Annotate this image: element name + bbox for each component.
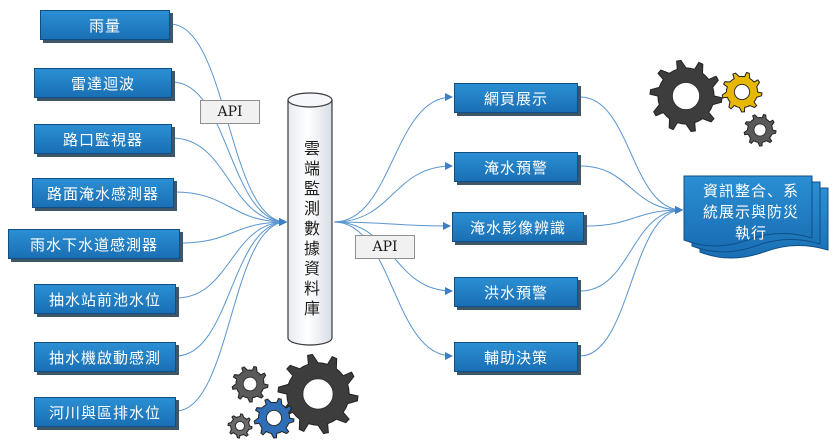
input-connector bbox=[173, 191, 287, 226]
input-connector bbox=[175, 218, 287, 299]
input-connectors bbox=[169, 23, 287, 412]
api-label-output: API bbox=[355, 235, 415, 259]
source-road-sensor: 路面淹水感測器 bbox=[32, 178, 174, 208]
source-pump-well: 抽水站前池水位 bbox=[34, 284, 176, 314]
output-document-stack bbox=[683, 175, 829, 259]
database-cylinder bbox=[287, 92, 333, 346]
output-connector bbox=[333, 93, 453, 223]
app-web: 網頁展示 bbox=[454, 83, 578, 113]
app-flood-warning: 淹水預警 bbox=[454, 152, 578, 182]
output-connector bbox=[579, 165, 683, 214]
gear-dark-icon bbox=[649, 59, 723, 133]
input-connector bbox=[175, 218, 287, 357]
output-connector bbox=[579, 96, 683, 214]
gear-small-icon bbox=[743, 113, 777, 147]
source-cctv: 路口監視器 bbox=[34, 124, 172, 154]
input-connector bbox=[179, 218, 287, 244]
input-connector bbox=[175, 218, 287, 412]
gear-small-icon bbox=[227, 413, 253, 439]
output-label: 資訊整合、系 統展示與防災 執行 bbox=[702, 181, 799, 242]
gear-small-icon bbox=[231, 365, 269, 403]
api-label-input: API bbox=[200, 100, 260, 124]
source-rain: 雨量 bbox=[40, 10, 170, 40]
app-decision: 輔助決策 bbox=[454, 342, 578, 372]
gears-icon bbox=[227, 59, 777, 439]
output-connectors bbox=[333, 93, 683, 360]
gear-yellow-icon bbox=[721, 71, 763, 113]
output-connector bbox=[333, 221, 451, 230]
source-radar: 雷達迴波 bbox=[34, 68, 172, 98]
gear-blue-icon bbox=[253, 397, 295, 439]
output-connector bbox=[333, 221, 453, 360]
source-pump-start: 抽水機啟動感測 bbox=[34, 342, 176, 372]
gear-dark-icon bbox=[277, 353, 359, 435]
app-flood-image: 淹水影像辨識 bbox=[452, 212, 584, 242]
output-connector bbox=[579, 206, 683, 357]
output-connector bbox=[585, 206, 683, 227]
source-river: 河川與區排水位 bbox=[34, 397, 176, 427]
output-connector bbox=[333, 162, 453, 223]
source-sewer-sensor: 雨水下水道感測器 bbox=[8, 229, 180, 259]
input-connector bbox=[171, 81, 287, 226]
input-connector bbox=[171, 137, 287, 226]
output-connector bbox=[579, 206, 683, 292]
app-flood-alert: 洪水預警 bbox=[454, 277, 578, 307]
database-label: 雲端監測數據資料庫 bbox=[301, 140, 320, 320]
